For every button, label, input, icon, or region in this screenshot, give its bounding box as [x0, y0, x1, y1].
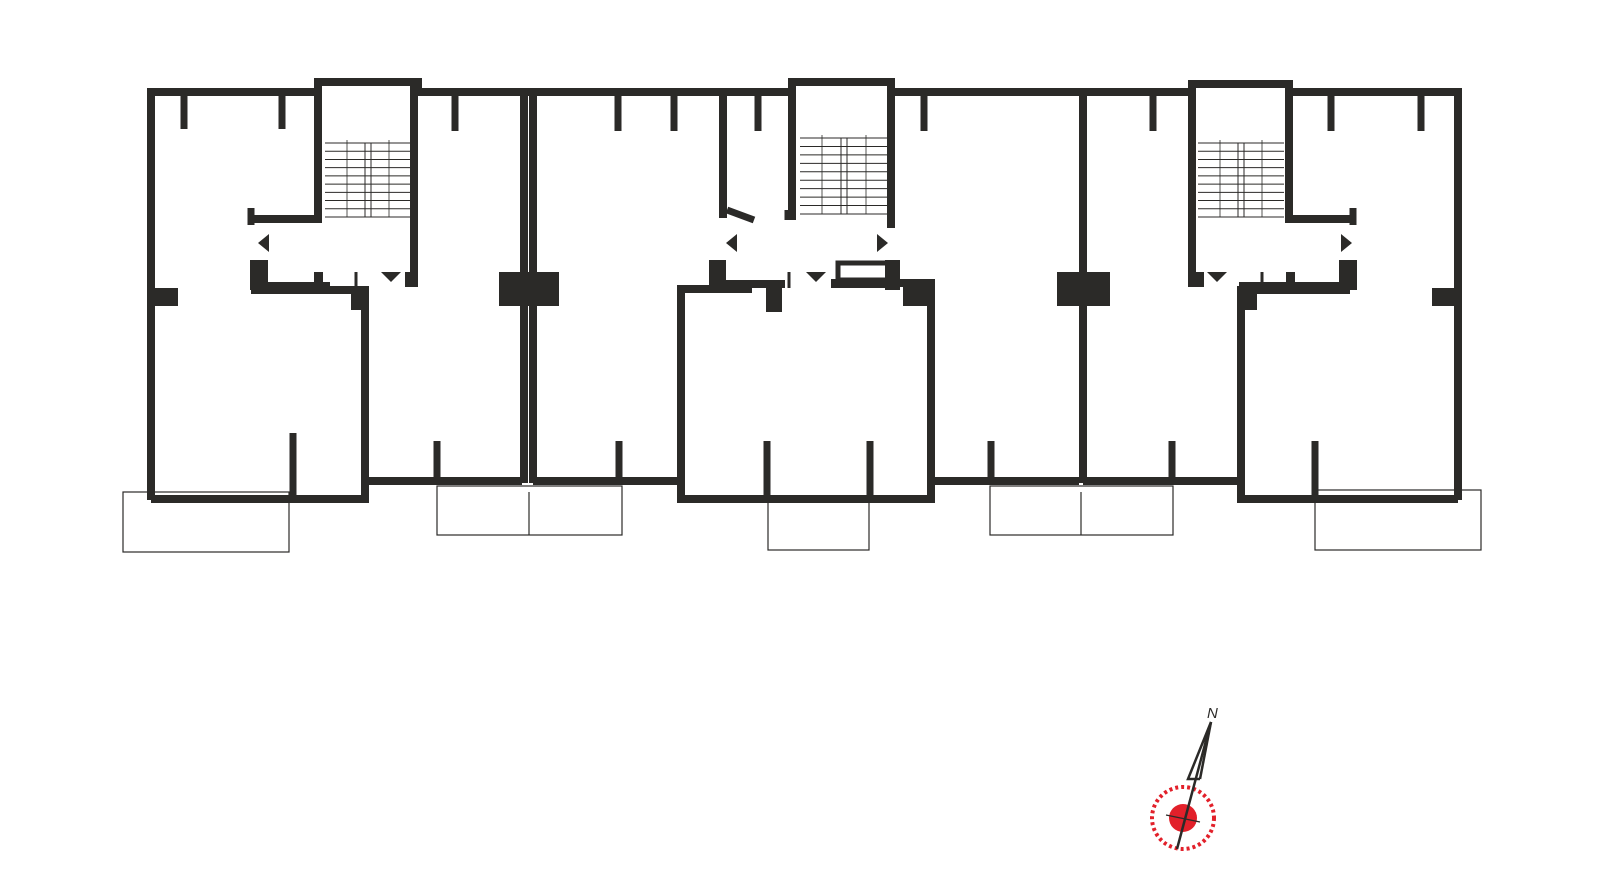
jamb-1 — [250, 260, 268, 290]
entrance-arrow-icon — [806, 272, 826, 282]
column-8 — [1243, 288, 1257, 310]
lift-shaft — [354, 260, 1264, 288]
staircase-1 — [325, 140, 411, 218]
column-2 — [499, 272, 559, 306]
stair-3-right — [1285, 92, 1353, 223]
stair-1-enclosure — [254, 92, 322, 223]
unit-1-outline — [151, 286, 369, 503]
columns — [153, 260, 1456, 312]
jamb-6 — [1191, 272, 1204, 287]
unit-3-outline — [677, 279, 935, 503]
location-ring — [1150, 785, 1216, 851]
jamb-8 — [1339, 260, 1357, 290]
unit-5-outline — [1237, 479, 1458, 503]
balcony-1 — [122, 491, 290, 553]
jamb-3 — [314, 272, 323, 290]
north-arrow-icon — [1175, 721, 1213, 850]
entrance-arrow-icon — [381, 272, 401, 282]
jamb-2 — [405, 272, 418, 287]
north-label: N — [1207, 705, 1218, 722]
entrance-arrow-icon — [1207, 272, 1227, 282]
entrance-arrow-icon — [258, 234, 269, 252]
wall-stubs — [180, 92, 1425, 499]
jamb-7 — [1286, 272, 1295, 290]
column-6 — [903, 283, 931, 306]
unit-5-left — [1237, 286, 1350, 499]
staircase-3 — [1198, 140, 1284, 218]
column-7 — [351, 288, 365, 310]
jamb-4 — [709, 260, 726, 290]
column-3 — [1057, 272, 1110, 306]
entrance-arrow-icon — [1341, 234, 1352, 252]
compass: N — [1150, 705, 1218, 851]
entrance-arrow-icon — [726, 234, 737, 252]
staircases — [325, 135, 1284, 218]
unit-3-left — [677, 285, 752, 498]
entrance-markers — [258, 234, 1352, 282]
column-4 — [1432, 288, 1456, 306]
top-wall — [147, 78, 1462, 500]
balcony-3 — [767, 499, 870, 551]
balcony-5 — [1314, 489, 1482, 551]
entrance-arrow-icon — [877, 234, 888, 252]
staircase-2 — [800, 135, 888, 215]
column-5 — [766, 288, 782, 312]
column-1 — [153, 288, 178, 306]
